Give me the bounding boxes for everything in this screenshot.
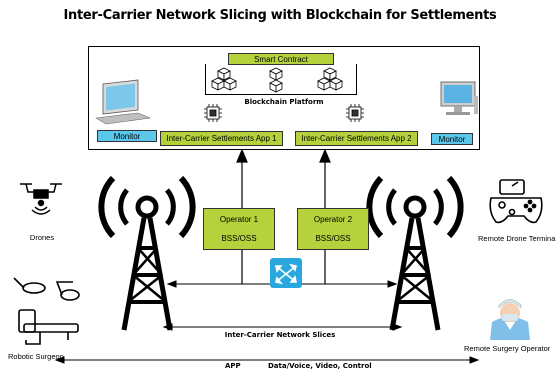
desktop-monitor-icon [440, 81, 478, 115]
remote-drone-terminal-label: Remote Drone Termina [478, 234, 556, 243]
operator-1-name: Operator 1 [219, 215, 259, 224]
smart-contract-frame [205, 64, 357, 95]
drones-label: Drones [29, 233, 55, 242]
services-label: Data/Voice, Video, Control [268, 362, 372, 370]
monitor-right-label: Monitor [431, 133, 473, 145]
diagram-title: Inter-Carrier Network Slicing with Block… [63, 8, 497, 23]
robotic-surgeon-label: Robotic Surgeon [8, 352, 64, 361]
app-label: APP [225, 362, 241, 370]
blockchain-cubes-icon [211, 67, 343, 93]
gamepad-icon [489, 179, 543, 224]
settlements-app-2: Inter-Carrier Settlements App 2 [295, 131, 418, 146]
switch-icon [270, 258, 302, 288]
chip-icon-left [204, 104, 222, 122]
settlements-app-1: Inter-Carrier Settlements App 1 [160, 131, 283, 146]
smart-contract-label: Smart Contract [228, 53, 334, 65]
network-slices-arrow [162, 323, 403, 331]
cell-tower-right-icon [366, 175, 464, 331]
network-slices-label: Inter-Carrier Network Slices [224, 331, 336, 339]
operator-2-box: Operator 2 BSS/OSS [297, 208, 369, 250]
operator-2-system: BSS/OSS [315, 234, 351, 243]
monitor-left-label: Monitor [97, 130, 157, 142]
blockchain-platform-label: Blockchain Platform [244, 98, 324, 106]
cell-tower-left-icon [98, 175, 196, 331]
operator-1-system: BSS/OSS [221, 234, 257, 243]
chip-icon-right [346, 104, 364, 122]
drone-icon [20, 183, 62, 215]
robotic-surgeon-icon [13, 277, 80, 345]
laptop-icon [95, 79, 152, 125]
surgery-operator-icon [490, 299, 530, 340]
app-arrow [54, 356, 480, 364]
operator-2-name: Operator 2 [313, 215, 353, 224]
operator-1-box: Operator 1 BSS/OSS [203, 208, 275, 250]
remote-surgery-operator-label: Remote Surgery Operator [464, 344, 551, 353]
operator-to-app-arrows [236, 148, 331, 284]
